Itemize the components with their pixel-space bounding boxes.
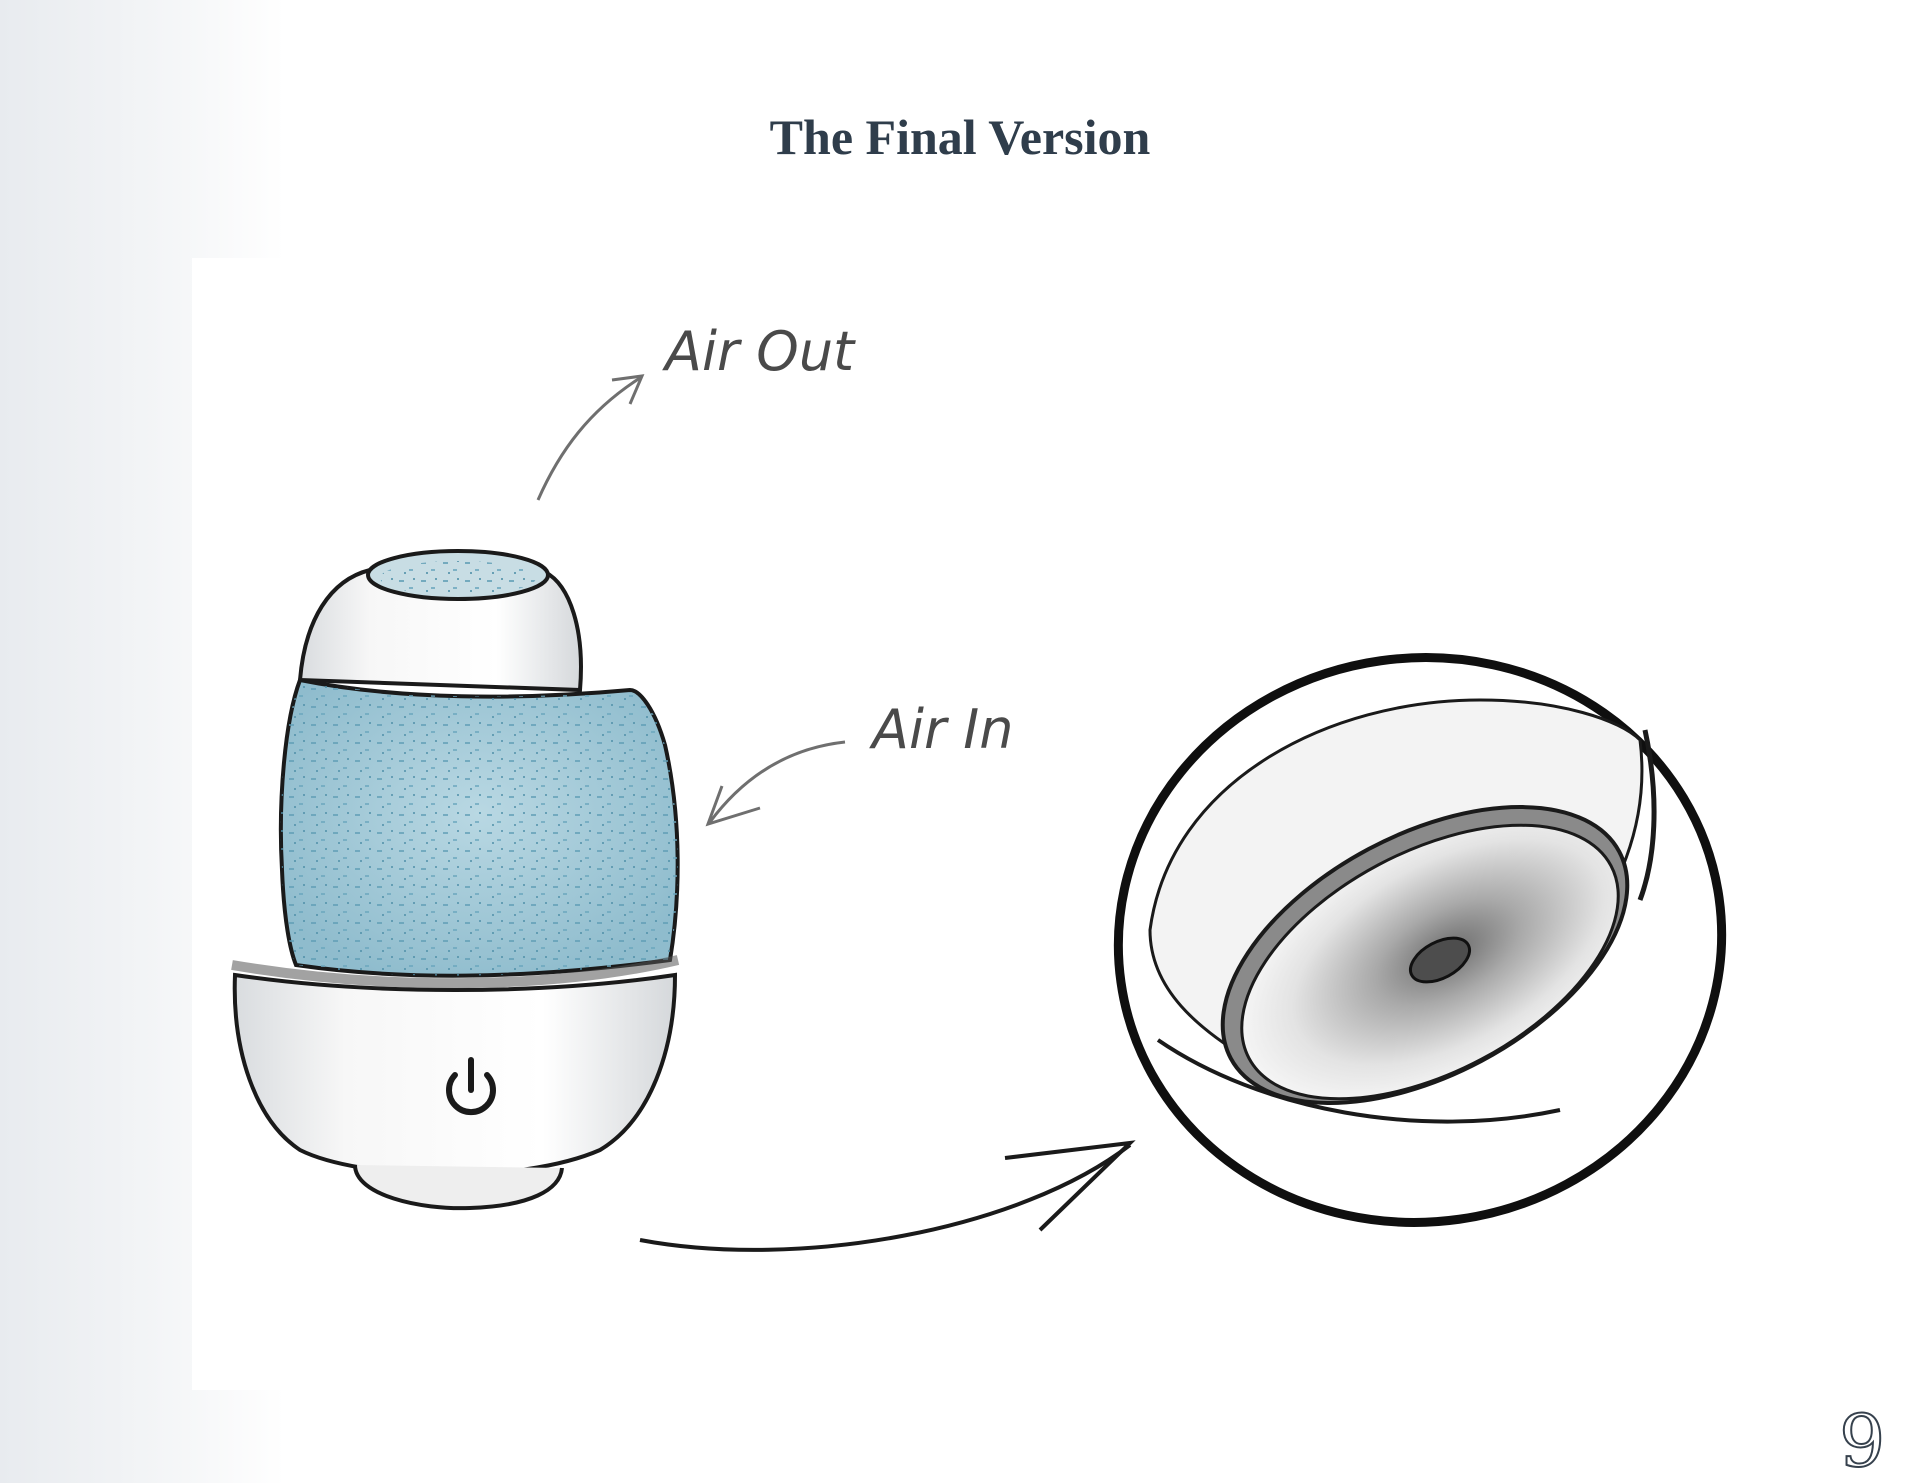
air-out-arrow bbox=[536, 376, 641, 501]
air-out-label: Air Out bbox=[662, 320, 856, 383]
air-in-label: Air In bbox=[869, 698, 1013, 761]
detail-bottom-view bbox=[1113, 653, 1727, 1227]
diffuser-device bbox=[231, 549, 680, 1211]
air-in-arrow bbox=[708, 740, 846, 823]
page-number: 9 bbox=[1838, 1399, 1886, 1483]
power-icon bbox=[446, 1057, 496, 1116]
detail-arrow bbox=[639, 1143, 1132, 1252]
page-title: The Final Version bbox=[769, 109, 1151, 165]
